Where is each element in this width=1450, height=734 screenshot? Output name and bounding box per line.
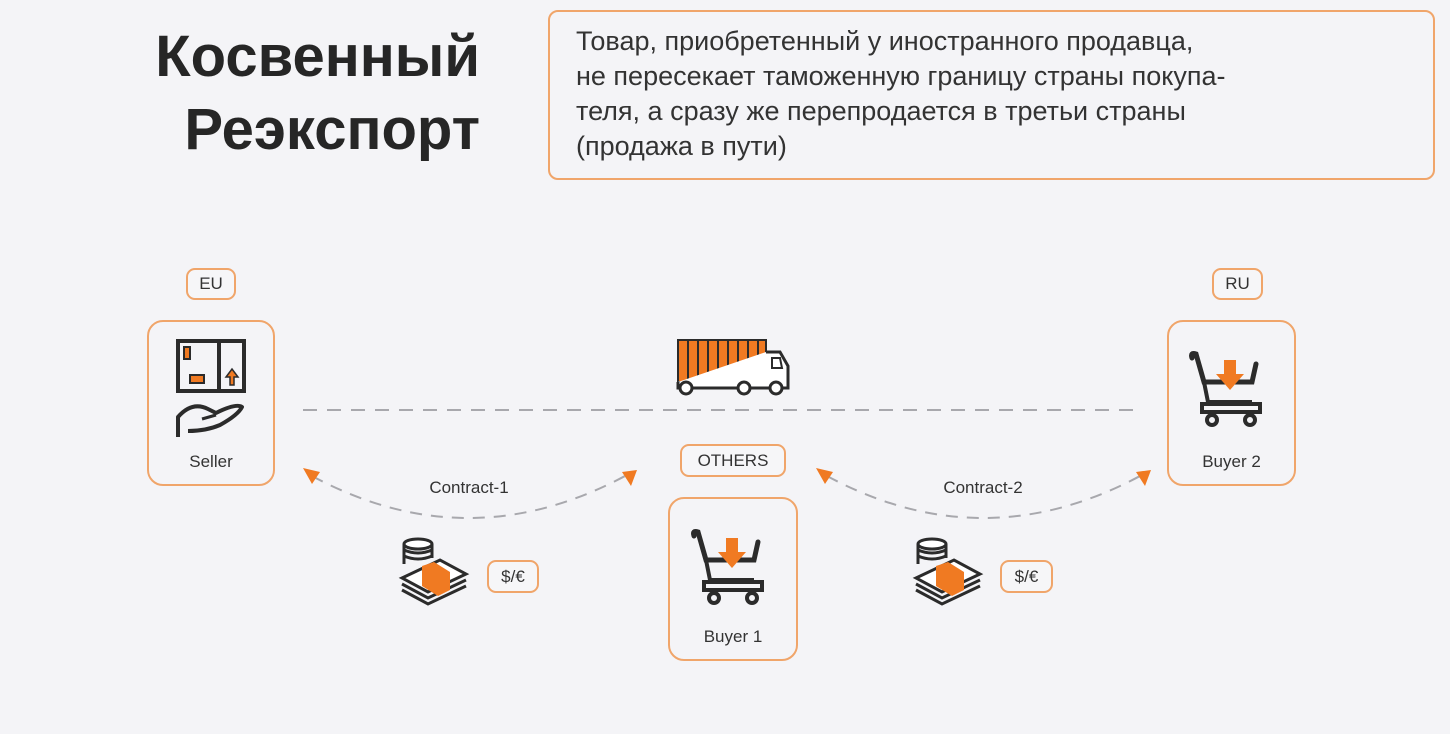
money-icon [914,537,982,606]
title-line-1: Косвенный [155,24,480,89]
arrow-head-icon [622,470,637,486]
buyer-1-label: Buyer 1 [703,627,763,646]
buyer-1-box [668,497,798,661]
arrow-head-icon [1136,470,1151,486]
contract-1-label: Contract-1 [429,478,509,497]
payment-tag-2: $/€ [1000,560,1053,593]
contract-1-arc [311,475,626,519]
seller-label: Seller [189,452,233,471]
payment-tag-1: $/€ [487,560,539,593]
seller-box-hand-icon [176,339,246,437]
description-box: Товар, приобретенный у иностранного прод… [548,10,1435,180]
title-line-2: Реэкспорт [184,97,480,162]
seller-box [147,320,275,486]
buyer-2-box [1167,320,1296,486]
arrow-head-icon [816,468,833,484]
description-line: теля, а сразу же перепродается в третьи … [576,96,1186,126]
truck-icon [676,339,790,396]
contract-2-arc [826,475,1141,519]
contract-2-label: Contract-2 [943,478,1023,497]
region-tag-others: OTHERS [680,444,786,477]
region-tag-ru: RU [1212,268,1263,300]
buyer-2-label: Buyer 2 [1202,452,1261,471]
money-icon [400,537,468,606]
description-line: Товар, приобретенный у иностранного прод… [576,26,1194,56]
region-tag-eu: EU [186,268,236,300]
arrow-head-icon [303,468,320,484]
description-line: (продажа в пути) [576,131,787,161]
description-line: не пересекает таможенную границу страны … [576,61,1226,91]
